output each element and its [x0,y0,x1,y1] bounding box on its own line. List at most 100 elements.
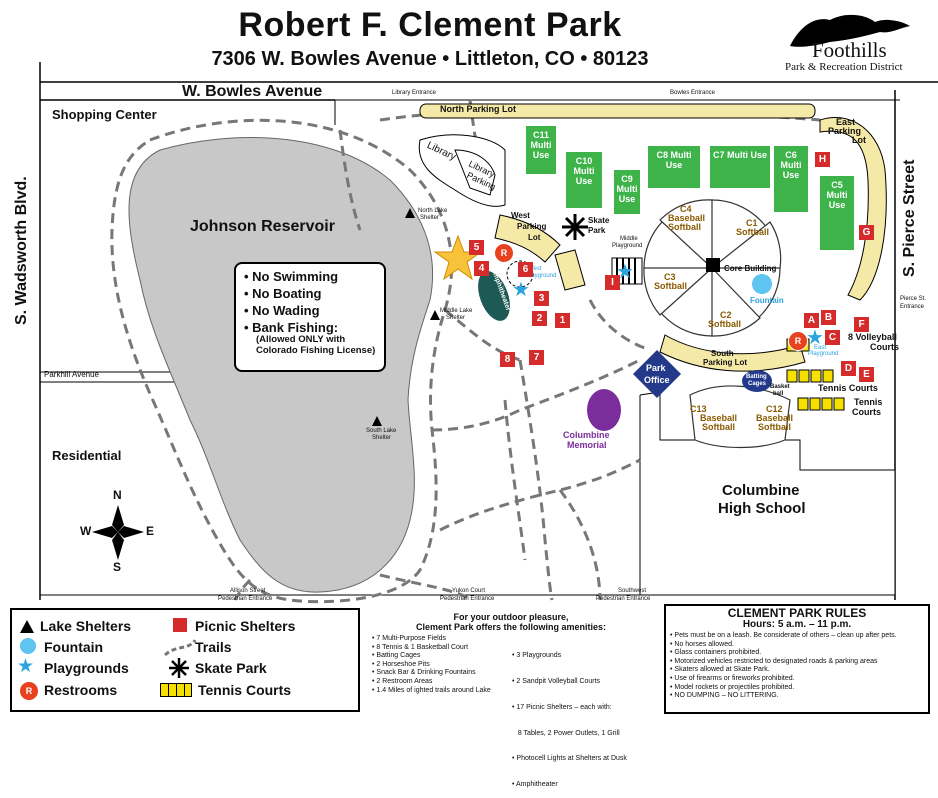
park-rule-item: • Skaters allowed at Skate Park. [670,666,770,674]
yukon-entrance-line1: Yukon Court [452,588,486,594]
field-c5: C5 Multi Use [820,176,854,250]
picnic-shelter-8[interactable]: 8 [500,352,515,367]
high-school-line1: Columbine [722,482,800,499]
lake-shelter-icon [20,620,34,633]
park-rule-item: • Model rockets or projectiles prohibite… [670,683,795,691]
east-playground-line2: Playground [808,351,839,357]
middle-lake-shelter-line2: Shelter [446,315,466,321]
picnic-shelter-1[interactable]: 1 [555,313,570,328]
memorial-line1: Columbine [563,430,610,440]
c4-line3: Softball [668,222,701,232]
park-rule-item: • No horses allowed. [670,640,734,648]
amenity-item: • 1.4 Miles of ighted trails around Lake [372,686,491,694]
skate-park-line2: Park [588,226,606,235]
park-rule-item: • Glass containers prohibited. [670,649,762,657]
page-title: Robert F. Clement Park [238,6,622,44]
picnic-shelter-f[interactable]: F [854,317,869,332]
south-lake-shelter-line2: Shelter [372,435,392,441]
volleyball-line1: 8 Volleyball [848,332,897,342]
east-lot-line2: Parking [828,126,862,136]
amenities-right-list: • 3 Playgrounds • 2 Sandpit Volleyball C… [512,635,662,798]
allison-entrance-line1: Allison Street [230,588,266,594]
south-lot-line1: South [711,349,734,358]
volleyball-line2: Courts [870,342,899,352]
lake-shelter-triangle-icon [405,208,415,218]
c13-line2: Baseball [700,413,738,423]
page-address: 7306 W. Bowles Avenue • Littleton, CO • … [211,48,649,70]
picnic-shelter-g[interactable]: G [859,225,874,240]
street-parkhill: Parkhill Avenue [44,370,99,379]
east-playground-line1: East [814,345,827,351]
picnic-shelter-h[interactable]: H [815,152,830,167]
picnic-shelter-c[interactable]: C [825,330,840,345]
basketball-line2: ball [773,391,784,397]
amenity-item: • 17 Picnic Shelters – each with: [512,703,612,711]
west-playground-star-icon: ★ [512,279,530,301]
picnic-shelter-icon [173,618,187,632]
picnic-shelter-a[interactable]: A [804,313,819,328]
south-lake-shelter-line1: South Lake [366,428,397,434]
field-c8: C8 Multi Use [648,146,700,188]
north-lake-shelter-line2: Shelter [420,215,440,221]
batting-cages-line2: Cages [748,381,767,387]
street-pierce: S. Pierce Street [901,159,918,277]
amenities-heading: For your outdoor pleasure, Clement Park … [362,612,660,632]
park-rule-item: • NO DUMPING – NO LITTERING. [670,692,779,700]
field-c11: C11 Multi Use [526,126,556,174]
legend-fountain: Fountain [44,639,104,655]
southwest-entrance-line1: Southwest [618,588,647,594]
middle-lake-shelter-line1: Middle Lake [440,308,473,314]
c4-line1: C4 [680,204,692,214]
high-school-line2: High School [718,500,806,517]
legend-lake-shelters: Lake Shelters [40,618,132,634]
picnic-shelter-4[interactable]: 4 [474,261,489,276]
park-rules-list: • Pets must be on a leash. Be considerat… [670,632,926,701]
c13-line3: Softball [702,422,735,432]
picnic-shelter-i[interactable]: I [605,275,620,290]
picnic-shelter-3[interactable]: 3 [534,291,549,306]
fountain-icon [20,638,36,654]
lake-shelter-triangle-icon [430,310,440,320]
allison-entrance-line2: Pedestrian Entrance [218,596,273,602]
picnic-shelter-e[interactable]: E [859,367,874,382]
amenity-item: • 8 Tennis & 1 Basketball Court [372,643,469,651]
amenity-item: • 2 Horseshoe Pits [372,660,430,668]
amenity-item: • Batting Cages [372,652,421,660]
residential-area: Residential [52,448,122,463]
east-lot-line3: Lot [852,135,866,145]
picnic-shelter-5[interactable]: 5 [469,240,484,255]
picnic-shelter-2[interactable]: 2 [532,311,547,326]
legend-playgrounds: Playgrounds [44,660,129,676]
amenities-left-list: • 7 Multi-Purpose Fields • 8 Tennis & 1 … [372,635,512,695]
field-c9: C9 Multi Use [614,170,640,214]
compass-south: S [113,560,122,574]
c13-line1: C13 [690,404,707,414]
c3-line2: Softball [654,281,687,291]
south-lot-line2: Parking Lot [703,358,748,367]
picnic-shelter-b[interactable]: B [821,310,836,325]
pierce-entrance-line2: Entrance [900,304,925,310]
tennis-courts-b-line2: Courts [852,407,881,417]
street-bowles: W. Bowles Avenue [182,83,323,100]
park-rule-item: • Pets must be on a leash. Be considerat… [670,632,897,639]
fountain-label: Fountain [750,296,784,305]
lake-shelter-triangle-icon [372,416,382,426]
basketball-line1: Basket [770,384,790,390]
shopping-center: Shopping Center [52,107,157,122]
picnic-shelter-6[interactable]: 6 [518,262,533,277]
park-office-line2: Office [644,375,670,385]
library-entrance: Library Entrance [392,90,437,96]
amenity-item: • Amphitheater [512,781,558,789]
picnic-shelter-7[interactable]: 7 [529,350,544,365]
restroom-icon: R [19,681,39,701]
amenities-heading-line1: For your outdoor pleasure, [453,612,569,622]
amenity-item: • 2 Restroom Areas [372,677,433,685]
lake-rule-1: • No Swimming [244,269,339,284]
c1-line1: C1 [746,218,758,228]
middle-playground-line1: Middle [620,236,638,242]
legend [10,608,360,712]
c12-line1: C12 [766,404,783,414]
picnic-shelter-d[interactable]: D [841,361,856,376]
compass-east: E [146,524,155,538]
legend-picnic-shelters: Picnic Shelters [195,618,296,634]
